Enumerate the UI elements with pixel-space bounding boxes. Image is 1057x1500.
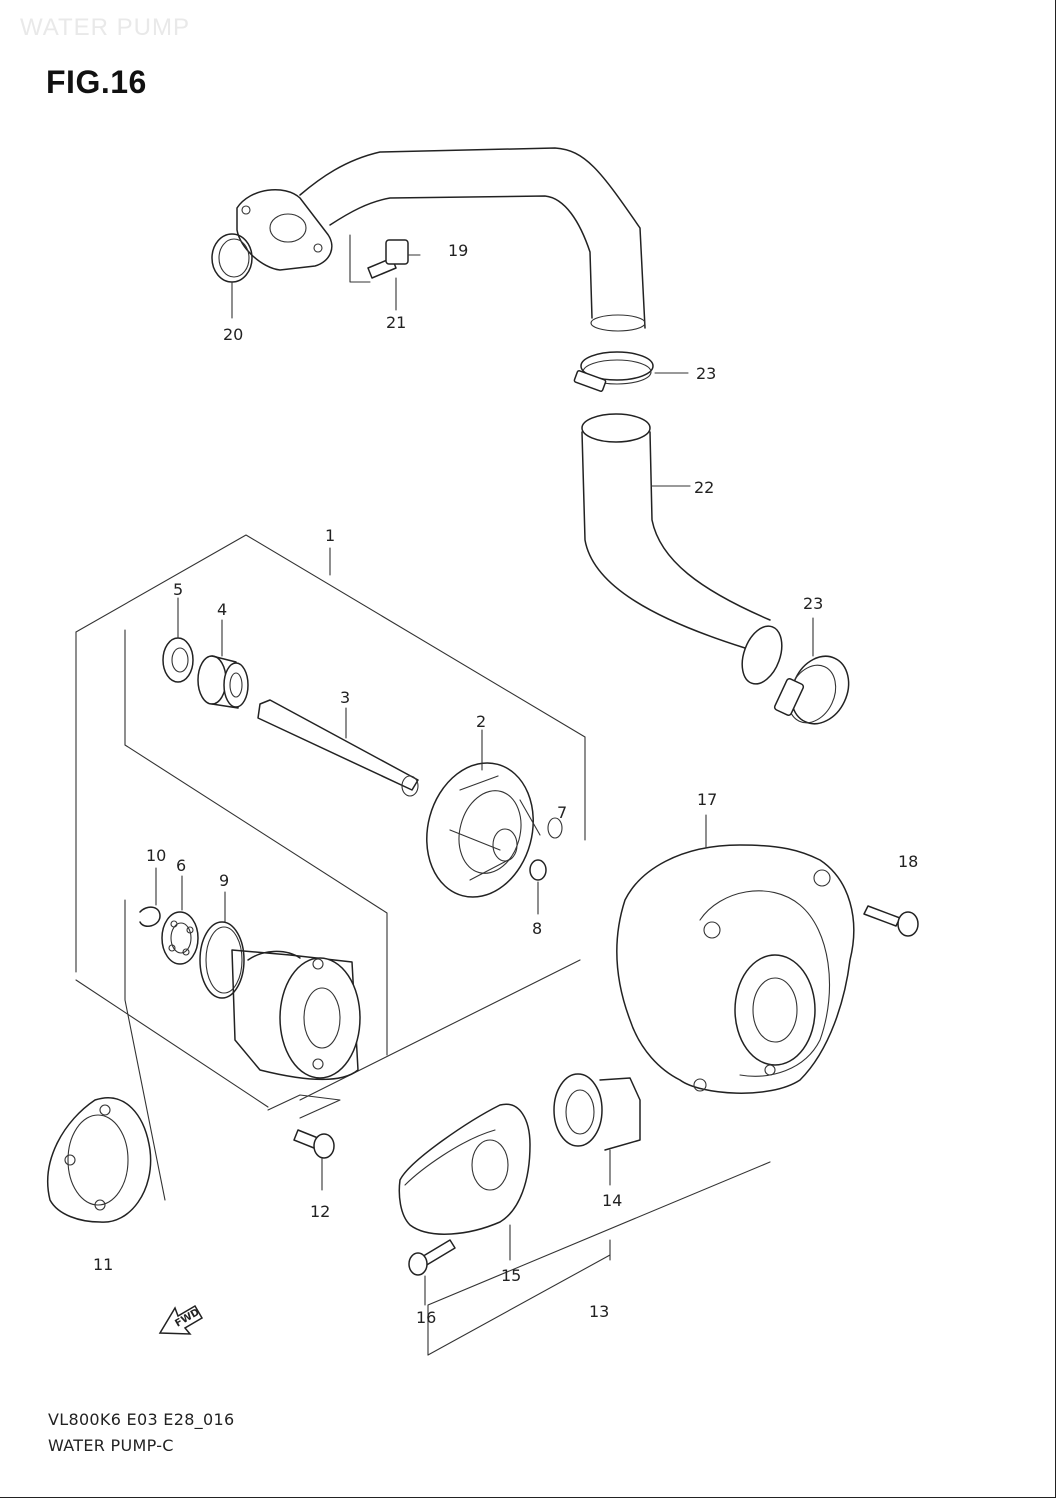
callout-8: 8 <box>532 919 542 938</box>
callout-14: 14 <box>602 1191 622 1210</box>
pump-housing <box>231 949 361 1119</box>
mechanical-seal-4 <box>197 619 249 709</box>
callout-labels: 1 2 3 4 5 6 7 8 9 10 11 12 13 14 15 16 1… <box>93 241 918 1327</box>
callout-3: 3 <box>340 688 350 707</box>
fwd-arrow-icon: FWD <box>158 1304 204 1335</box>
callout-1: 1 <box>325 526 335 545</box>
callout-13: 13 <box>589 1302 609 1321</box>
callout-6: 6 <box>176 856 186 875</box>
thermostat-cover-15 <box>398 1103 531 1261</box>
callout-12: 12 <box>310 1202 330 1221</box>
callout-17: 17 <box>697 790 717 809</box>
clamp-23-lower <box>773 617 850 725</box>
bolt-16 <box>408 1239 456 1306</box>
callout-11: 11 <box>93 1255 113 1274</box>
pipe-flange <box>236 189 333 271</box>
callout-10: 10 <box>146 846 166 865</box>
callout-7: 7 <box>557 803 567 822</box>
nut-8 <box>529 859 547 915</box>
shaft-3 <box>257 699 419 797</box>
gasket-11 <box>47 1097 152 1223</box>
callout-9: 9 <box>219 871 229 890</box>
callout-4: 4 <box>217 600 227 619</box>
callout-2: 2 <box>476 712 486 731</box>
callout-23-upper: 23 <box>696 364 716 383</box>
bearing-6 <box>161 875 199 965</box>
bolt-12 <box>293 1129 335 1191</box>
pump-cover-17 <box>616 814 855 1094</box>
diagram-code: VL800K6 E03 E28_016 <box>48 1410 235 1429</box>
callout-5: 5 <box>173 580 183 599</box>
bolt-18 <box>863 905 919 937</box>
o-ring-20 <box>211 233 253 319</box>
callout-19: 19 <box>448 241 468 260</box>
callout-23-lower: 23 <box>803 594 823 613</box>
figure-title: FIG.16 <box>46 64 147 100</box>
bolt-21 <box>349 234 421 311</box>
hose-22 <box>581 413 783 685</box>
callout-15: 15 <box>501 1266 521 1285</box>
clamp-23-upper <box>573 351 689 392</box>
callout-16: 16 <box>416 1308 436 1327</box>
callout-20: 20 <box>223 325 243 344</box>
impeller-2 <box>426 729 541 898</box>
watermark-title: WATER PUMP <box>20 14 190 41</box>
thermostat-group-13 <box>427 1161 771 1356</box>
o-ring-9 <box>199 891 245 999</box>
washer-7 <box>547 817 563 839</box>
callout-21: 21 <box>386 313 406 332</box>
clip-10 <box>139 867 161 927</box>
seal-5 <box>162 597 194 683</box>
pipe-19 <box>299 147 646 332</box>
callout-18: 18 <box>898 852 918 871</box>
callout-22: 22 <box>694 478 714 497</box>
thermostat-14 <box>553 1073 641 1186</box>
pump-box-1 <box>75 534 586 1201</box>
diagram-name: WATER PUMP-C <box>48 1436 174 1455</box>
